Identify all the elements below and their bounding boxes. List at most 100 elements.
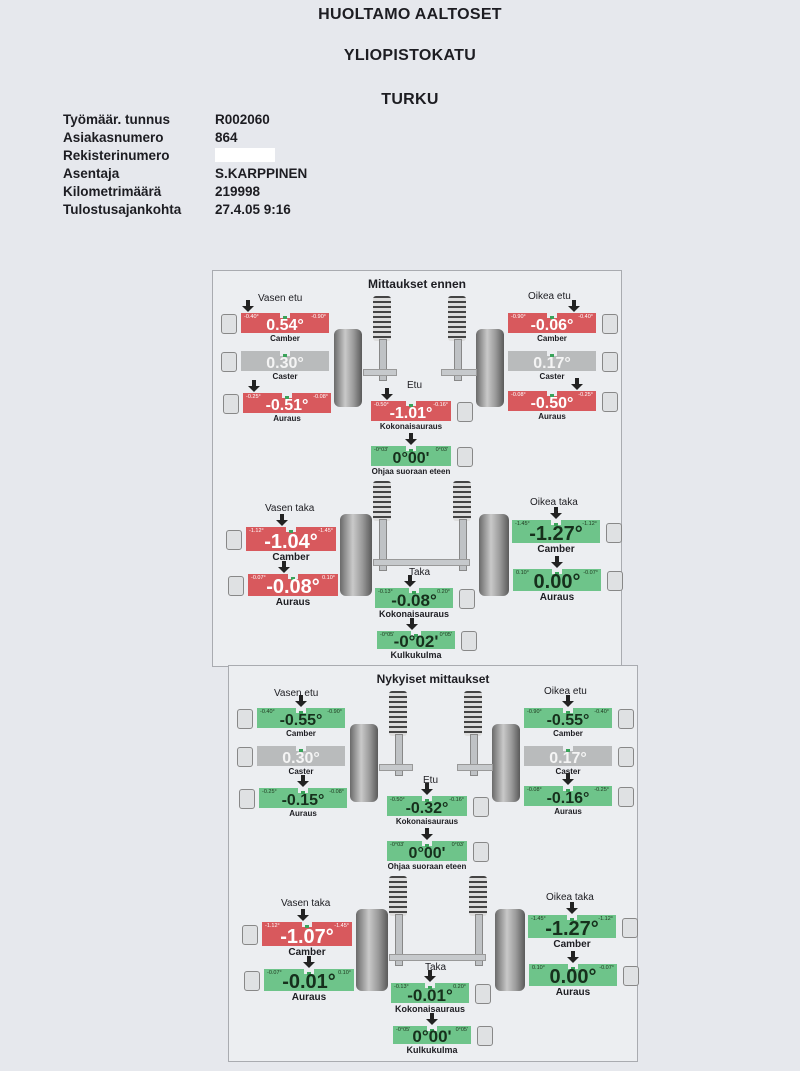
rear-total-toe-diagram-icon bbox=[475, 984, 491, 1004]
gauge-bar: -0°03'0°03'0°00' bbox=[371, 446, 451, 467]
gauge-bar: 0.10°-0.07°0.00° bbox=[529, 964, 617, 987]
gauge-rr-camber: -1.45°-1.12°-1.27°Camber bbox=[528, 902, 638, 950]
position-label-left-front: Vasen etu bbox=[274, 688, 319, 699]
gauge-value: -0.50° bbox=[530, 395, 574, 412]
thrust-angle-diagram-icon bbox=[461, 631, 477, 651]
rr-camber-diagram-icon bbox=[606, 522, 622, 543]
gauge-notch bbox=[563, 708, 573, 714]
info-row: Rekisterinumero bbox=[63, 146, 307, 164]
gauge-max: -1.45° bbox=[318, 528, 333, 534]
gauge-bar: -0°05'0°05'-0°02' bbox=[377, 631, 455, 650]
gauge-bar: -0.07°0.10°-0.01° bbox=[264, 969, 354, 992]
gauge-lf-caster: 0.30°Caster bbox=[221, 351, 329, 381]
wheel-image bbox=[495, 909, 525, 991]
info-value: 27.4.05 9:16 bbox=[215, 201, 291, 217]
redacted-registration bbox=[215, 148, 275, 162]
strut-image bbox=[470, 734, 478, 776]
coil-spring-image bbox=[448, 296, 466, 341]
gauge-bar: 0.10°-0.07°0.00° bbox=[513, 569, 601, 592]
gauge-label: Camber bbox=[553, 729, 583, 738]
gauge-rf-camber: -0.90°-0.40°-0.55°Camber bbox=[524, 695, 634, 738]
lr-toe-diagram-icon bbox=[228, 576, 244, 596]
gauge-front-total-toe: -0.50°-0.16°-1.01°Kokonaisauraus bbox=[371, 388, 473, 431]
shop-city: TURKU bbox=[381, 91, 439, 108]
gauge-rf-toe: -0.08°-0.25°-0.16°Auraus bbox=[524, 773, 634, 816]
info-value: 864 bbox=[215, 129, 238, 145]
gauge-max: -0.07° bbox=[583, 570, 598, 576]
gauge-min: -0.25° bbox=[262, 789, 277, 795]
gauge-lf-caster: 0.30°Caster bbox=[237, 746, 345, 776]
gauge-bar: -0.07°0.10°-0.08° bbox=[248, 574, 338, 598]
gauge-max: -0.25° bbox=[594, 787, 609, 793]
gauge-value: -0.32° bbox=[405, 800, 449, 817]
gauge-notch bbox=[547, 351, 557, 357]
gauge-min: -0.25° bbox=[246, 394, 261, 400]
gauge-notch bbox=[422, 841, 432, 847]
panel-title: Mittaukset ennen bbox=[367, 277, 466, 291]
gauge-value: -0.08° bbox=[266, 576, 320, 598]
rf-camber-diagram-icon bbox=[618, 709, 634, 729]
gauge-notch bbox=[406, 446, 416, 452]
gauge-rr-toe: 0.10°-0.07°0.00°Auraus bbox=[513, 556, 623, 603]
control-arm-image bbox=[363, 369, 397, 376]
gauge-min: 0.10° bbox=[516, 570, 529, 576]
gauge-bar: -0.90°-0.40°-0.55° bbox=[524, 708, 612, 729]
gauge-min: -0.40° bbox=[260, 709, 275, 715]
position-label-right-front: Oikea etu bbox=[528, 291, 571, 302]
coil-spring-image bbox=[453, 481, 471, 521]
gauge-notch bbox=[563, 746, 573, 752]
lr-camber-diagram-icon bbox=[226, 530, 242, 550]
gauge-min: -1.45° bbox=[531, 916, 546, 922]
wheel-image bbox=[479, 514, 509, 596]
thrust-angle-diagram-icon bbox=[477, 1026, 493, 1046]
gauge-value: 0.54° bbox=[266, 317, 304, 334]
position-label-left-rear: Vasen taka bbox=[281, 898, 331, 909]
gauge-notch bbox=[280, 351, 290, 357]
gauge-min: -1.12° bbox=[249, 528, 264, 534]
info-label: Työmäär. tunnus bbox=[63, 111, 171, 127]
gauge-label: Caster bbox=[272, 372, 298, 381]
gauge-min: -0°03' bbox=[390, 842, 405, 848]
info-value: 219998 bbox=[215, 183, 261, 199]
front-total-toe-diagram-icon bbox=[457, 402, 473, 422]
gauge-value: 0.17° bbox=[549, 750, 587, 767]
coil-spring-image bbox=[373, 481, 391, 521]
rear-total-toe-diagram-icon bbox=[459, 589, 475, 609]
gauge-max: -0.08° bbox=[329, 789, 344, 795]
gauge-value: -1.04° bbox=[264, 531, 318, 553]
gauge-value: 0°00' bbox=[408, 845, 446, 862]
gauge-bar: -0.40°-0.90°0.54° bbox=[241, 313, 329, 334]
gauge-rear-total-toe: -0.13°0.20°-0.01°Kokonaisauraus bbox=[391, 970, 491, 1014]
strut-image bbox=[459, 519, 467, 571]
lf-toe-diagram-icon bbox=[223, 394, 239, 414]
gauge-lf-camber: -0.40°-0.90°0.54°Camber bbox=[221, 300, 329, 343]
gauge-value: -1.27° bbox=[529, 523, 583, 545]
gauge-min: -0°05' bbox=[380, 632, 395, 638]
gauge-bar: -1.12° -1.45°-1.04° bbox=[246, 527, 336, 553]
wheel-image bbox=[492, 724, 520, 802]
rf-toe-diagram-icon bbox=[618, 787, 634, 807]
gauge-bar: -0°03'0°03'0°00' bbox=[387, 841, 467, 862]
gauge-label: Camber bbox=[537, 544, 575, 555]
lr-camber-diagram-icon bbox=[242, 925, 258, 945]
gauge-min: -0.07° bbox=[267, 970, 282, 976]
gauge-rr-camber: -1.45°-1.12°-1.27°Camber bbox=[512, 507, 622, 555]
gauge-bar: -0.50°-0.16°-0.32° bbox=[387, 796, 467, 817]
gauge-bar: -0.40°-0.90°-0.55° bbox=[257, 708, 345, 729]
gauge-bar: -1.45°-1.12°-1.27° bbox=[512, 520, 600, 545]
gauge-bar: -0.13°0.20°-0.08° bbox=[375, 588, 453, 609]
gauge-lf-camber: -0.40°-0.90°-0.55°Camber bbox=[237, 695, 345, 738]
gauge-thrust-angle: -0°05'0°05'-0°02'Kulkukulma bbox=[377, 618, 477, 660]
gauge-min: -0°05' bbox=[396, 1027, 411, 1033]
gauge-lr-camber: -1.12°-1.45°-1.04°Camber bbox=[226, 514, 336, 563]
gauge-min: -0°03' bbox=[374, 447, 389, 453]
gauge-bar: 0.30° bbox=[241, 351, 329, 372]
info-label: Kilometrimäärä bbox=[63, 183, 162, 199]
gauge-label: Kulkukulma bbox=[406, 1045, 458, 1055]
gauge-value: -0.55° bbox=[546, 712, 590, 729]
gauge-notch bbox=[288, 574, 298, 580]
gauge-label: Auraus bbox=[291, 992, 327, 1003]
strut-image bbox=[454, 339, 462, 381]
